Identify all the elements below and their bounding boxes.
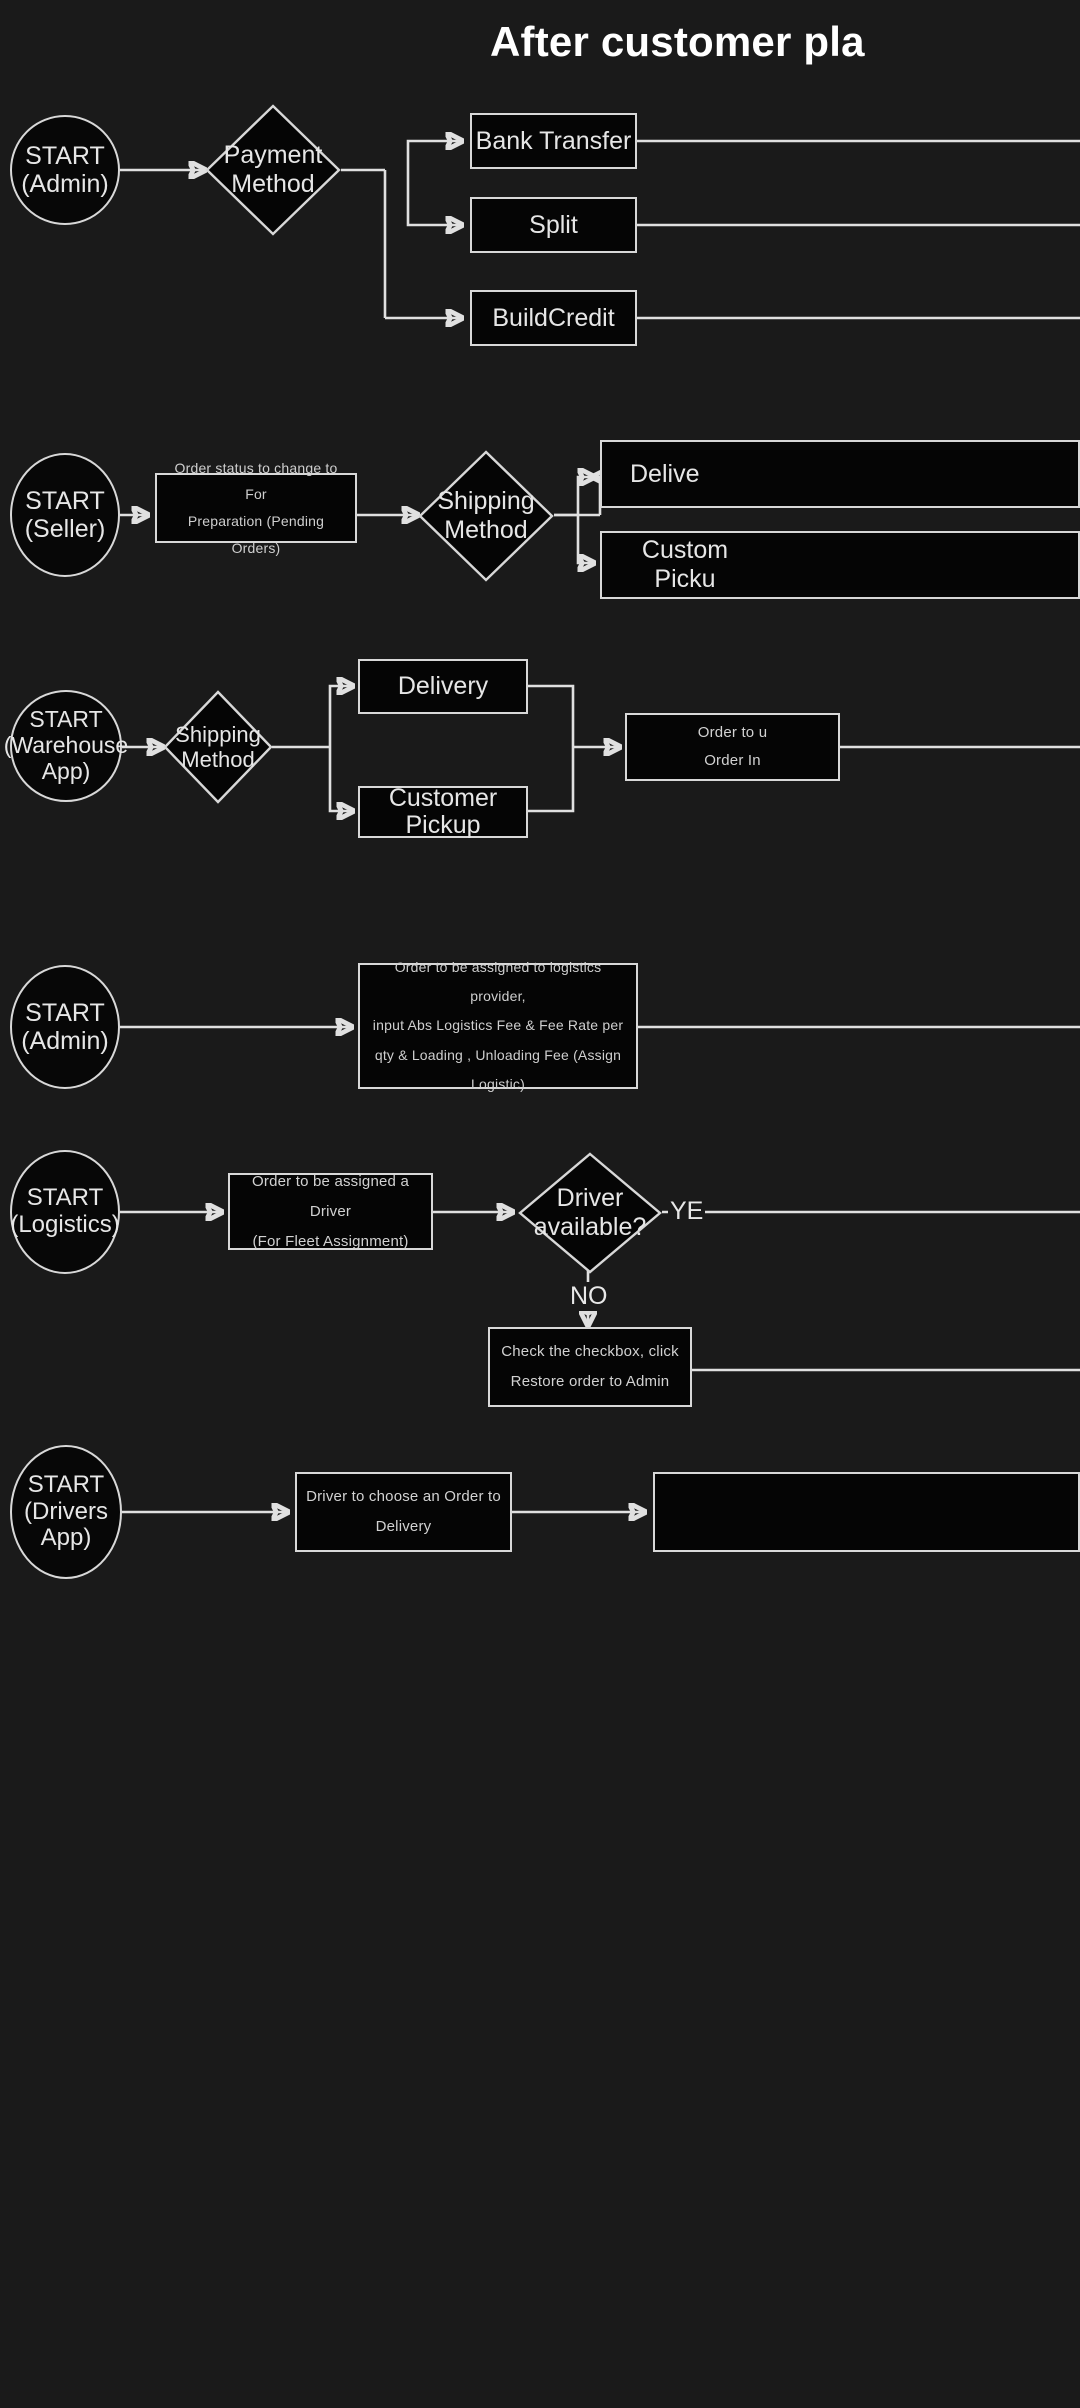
start-admin-logistics[interactable]: START (Admin) bbox=[10, 965, 120, 1089]
node-bank-transfer-label: Bank Transfer bbox=[475, 126, 632, 155]
node-driver-choose-order-label: Driver to choose an Order to Delivery bbox=[306, 1488, 501, 1535]
node-customer-pickup-seller[interactable]: Custom Picku bbox=[600, 531, 1080, 599]
decision-payment-method[interactable]: Payment Method bbox=[205, 104, 341, 236]
start-logistics-label: START (Logistics) bbox=[10, 1184, 120, 1238]
node-assign-logistic[interactable]: Order to be assigned to logistics provid… bbox=[358, 959, 638, 1092]
decision-driver-available[interactable]: Driver available? bbox=[518, 1152, 662, 1274]
node-split[interactable]: Split bbox=[470, 197, 637, 253]
decision-shipping-method-warehouse[interactable]: Shipping Method bbox=[163, 690, 273, 804]
node-restore-order-label: Check the checkbox, click Restore order … bbox=[501, 1343, 679, 1390]
node-delivery-warehouse-label: Delivery bbox=[397, 672, 489, 701]
node-assign-driver[interactable]: Order to be assigned a Driver (For Fleet… bbox=[228, 1173, 433, 1250]
decision-shipping-method-seller[interactable]: Shipping Method bbox=[418, 450, 554, 582]
node-delivery-warehouse[interactable]: Delivery bbox=[358, 659, 528, 714]
diamond-shape bbox=[205, 104, 341, 236]
node-drivers-next[interactable] bbox=[653, 1472, 1080, 1552]
node-bank-transfer[interactable]: Bank Transfer bbox=[470, 113, 637, 169]
edge-label-yes: YE bbox=[668, 1197, 706, 1226]
node-delivery-seller[interactable]: Delive bbox=[600, 440, 1080, 508]
page-title: After customer pla bbox=[490, 18, 865, 65]
node-order-update-warehouse-label: Order to u Order In bbox=[697, 723, 768, 770]
node-build-credit[interactable]: BuildCredit bbox=[470, 290, 637, 346]
start-warehouse-app[interactable]: START (Warehouse App) bbox=[4, 690, 128, 802]
edge-label-no: NO bbox=[568, 1282, 610, 1311]
start-admin-logistics-label: START (Admin) bbox=[21, 999, 109, 1055]
diamond-shape bbox=[418, 450, 554, 582]
start-seller-label: START (Seller) bbox=[24, 487, 106, 543]
start-admin-payment[interactable]: START (Admin) bbox=[10, 115, 120, 225]
node-order-update-warehouse[interactable]: Order to u Order In bbox=[625, 713, 840, 781]
node-customer-pickup-warehouse-label: Customer Pickup bbox=[388, 784, 498, 839]
start-logistics[interactable]: START (Logistics) bbox=[10, 1150, 120, 1274]
start-drivers-app-label: START (Drivers App) bbox=[24, 1470, 108, 1552]
node-customer-pickup-warehouse[interactable]: Customer Pickup bbox=[358, 784, 528, 839]
node-assign-driver-label: Order to be assigned a Driver (For Fleet… bbox=[252, 1172, 409, 1250]
diamond-shape bbox=[518, 1152, 662, 1274]
node-driver-choose-order[interactable]: Driver to choose an Order to Delivery bbox=[295, 1472, 512, 1552]
diamond-shape bbox=[163, 690, 273, 804]
node-build-credit-label: BuildCredit bbox=[492, 303, 615, 332]
start-admin-payment-label: START (Admin) bbox=[21, 142, 109, 198]
node-seller-order-status-label: Order status to change to For Preparatio… bbox=[174, 459, 338, 556]
node-split-label: Split bbox=[529, 210, 578, 239]
start-drivers-app[interactable]: START (Drivers App) bbox=[10, 1445, 122, 1579]
node-assign-logistic-label: Order to be assigned to logistics provid… bbox=[372, 958, 624, 1093]
node-customer-pickup-seller-label: Custom Picku bbox=[641, 536, 729, 593]
node-restore-order[interactable]: Check the checkbox, click Restore order … bbox=[488, 1327, 692, 1407]
node-delivery-seller-label: Delive bbox=[630, 459, 700, 488]
start-seller[interactable]: START (Seller) bbox=[10, 453, 120, 577]
start-warehouse-app-label: START (Warehouse App) bbox=[3, 706, 129, 784]
node-seller-order-status[interactable]: Order status to change to For Preparatio… bbox=[155, 460, 357, 556]
